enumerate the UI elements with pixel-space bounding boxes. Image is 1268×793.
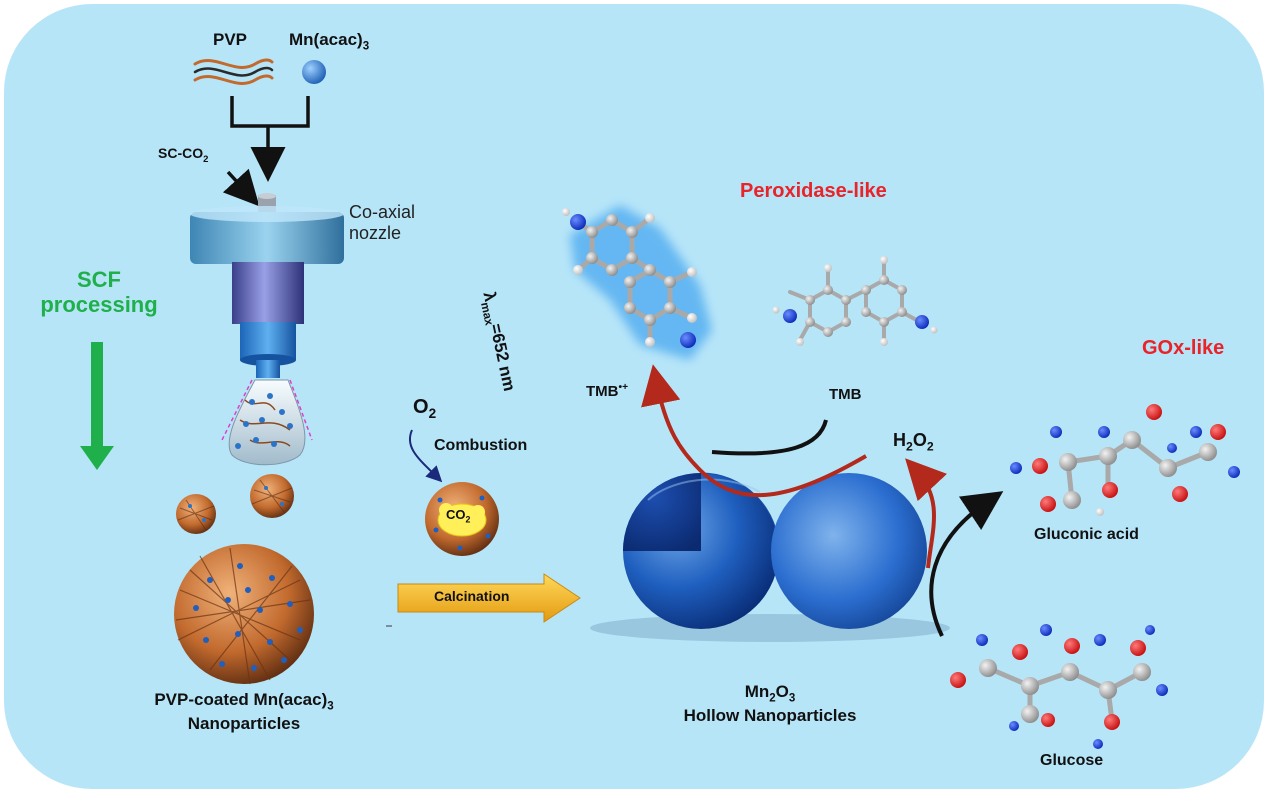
pvp-coated-line2: Nanoparticles	[187, 713, 301, 733]
combustion-label: Combustion	[434, 437, 528, 454]
sc-co2-main: SC-CO	[158, 145, 204, 161]
tmb-ox-label: TMB•+	[586, 382, 628, 400]
gluconic-acid-molecule	[1010, 404, 1240, 516]
mn2o3-label: Mn2O3 Hollow Nanoparticles	[640, 682, 900, 725]
pvp-coated-nanoparticle	[174, 544, 314, 685]
mn2o3-sub1: 2	[769, 692, 776, 705]
o2-sub: 2	[428, 406, 437, 421]
co2-bubble-label: CO2	[446, 507, 471, 525]
lambda-sub: max	[478, 301, 495, 327]
sc-co2-sub: 2	[203, 153, 209, 165]
tmb-label: TMB	[829, 386, 862, 403]
co2-sub: 2	[465, 514, 471, 525]
pvp-label: PVP	[213, 30, 248, 49]
scf-line2: processing	[40, 292, 158, 318]
merge-bracket	[230, 96, 310, 182]
tmb-ox-molecule	[562, 205, 712, 360]
mn-acac-bead-icon	[302, 60, 326, 84]
mn2o3-a: Mn	[744, 682, 770, 701]
tmb-to-tmbox-arrow	[711, 419, 828, 456]
pvp-coated-main: PVP-coated Mn(acac)	[154, 690, 328, 709]
gox-like-label: GOx-like	[1142, 337, 1225, 359]
calcination-label: Calcination	[434, 588, 510, 604]
gluconic-acid-label: Gluconic acid	[1034, 526, 1139, 543]
glucose-molecule	[950, 624, 1168, 749]
mn2o3-formula: Mn2O3	[640, 682, 900, 706]
hollow-label: Hollow Nanoparticles	[683, 705, 857, 725]
glucose-label: Glucose	[1040, 752, 1104, 769]
h2o2-a: H	[893, 430, 906, 450]
mn-acac-sub: 3	[362, 40, 370, 53]
h2o2-label: H2O2	[893, 430, 934, 454]
mn2o3-b: O	[775, 682, 789, 701]
pvp-coated-sub: 3	[327, 700, 334, 713]
mn2o3-hollow-nanoparticles	[590, 472, 950, 642]
o2-label: O2	[413, 396, 436, 422]
mn-acac-main: Mn(acac)	[289, 30, 363, 49]
glucose-to-gluconic-arrow	[929, 491, 1004, 637]
small-nanoparticles	[176, 474, 294, 534]
sc-co2-arrow	[222, 168, 260, 207]
h2o2-arrow	[905, 458, 947, 569]
coaxial-nozzle	[190, 193, 344, 378]
calcination-arrow	[386, 573, 581, 627]
background-panel	[4, 4, 1264, 789]
h2o2-sub1: 2	[906, 439, 913, 454]
scf-line1: SCF	[77, 267, 121, 292]
peroxidase-arrow	[641, 364, 868, 498]
h2o2-sub2: 2	[926, 439, 934, 454]
pvp-strands-icon	[193, 58, 274, 85]
spray-droplet	[221, 379, 313, 466]
pvp-coated-line1: PVP-coated Mn(acac)3	[124, 690, 364, 714]
sc-co2-label: SC-CO2	[158, 145, 208, 166]
co2-main: CO	[446, 507, 466, 522]
tmb-ox-main: TMB	[586, 383, 619, 400]
peroxidase-like-label: Peroxidase-like	[740, 180, 887, 202]
coaxial-line1: Co-axial	[349, 202, 416, 222]
o2-arrow	[408, 429, 443, 483]
o2-main: O	[413, 396, 429, 418]
mn-acac-label: Mn(acac)3	[289, 30, 369, 54]
scf-processing-label: SCF processing	[24, 267, 174, 318]
tmb-molecule	[772, 256, 938, 346]
scf-green-arrow	[80, 342, 114, 470]
tmb-ox-sup: •+	[618, 382, 629, 393]
pvp-coated-label: PVP-coated Mn(acac)3 Nanoparticles	[124, 690, 364, 733]
mn2o3-sub2: 3	[788, 692, 796, 705]
coaxial-line2: nozzle	[349, 222, 402, 243]
combustion-particle	[425, 482, 499, 556]
coaxial-nozzle-label: Co-axial nozzle	[349, 202, 415, 243]
h2o2-b: O	[912, 430, 927, 450]
